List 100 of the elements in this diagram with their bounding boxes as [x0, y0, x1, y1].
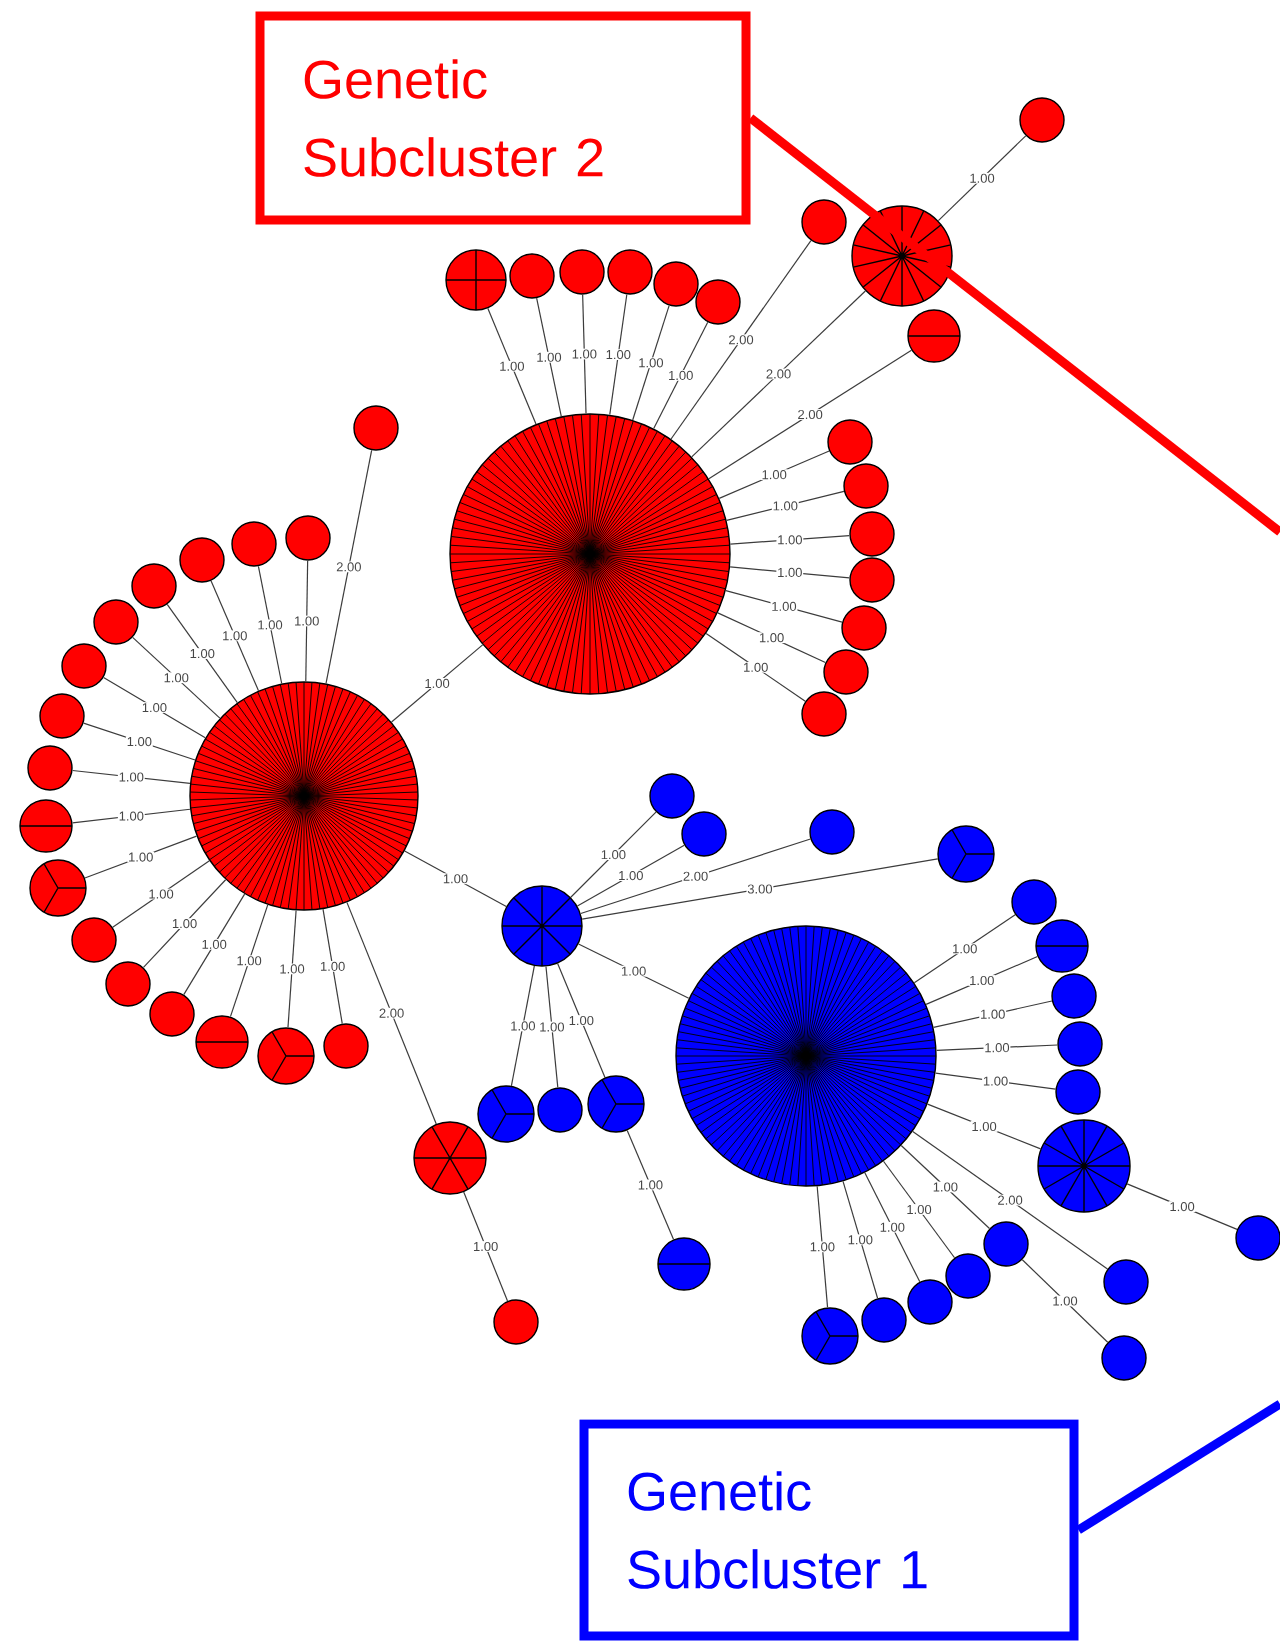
- pie-node: [105, 961, 151, 1007]
- pie-node: [93, 599, 139, 645]
- pie-node: [827, 419, 873, 465]
- pie-node: [849, 557, 895, 603]
- connector-line: [729, 566, 850, 579]
- pie-node: [801, 199, 847, 245]
- connector-line: [864, 1172, 921, 1283]
- leader-line: [747, 114, 1280, 536]
- pie-node: [801, 691, 847, 737]
- pie-node: [1011, 879, 1057, 925]
- connector-line: [882, 1160, 956, 1259]
- connector-line: [510, 965, 535, 1087]
- pie-node: [1055, 1069, 1101, 1115]
- connector-line: [653, 321, 709, 430]
- pie-node: [851, 205, 953, 307]
- connector-line: [580, 838, 811, 915]
- pie-node: [449, 413, 731, 695]
- connector-line: [925, 955, 1039, 1005]
- pie-node: [257, 1027, 315, 1085]
- connector-line: [71, 808, 191, 824]
- connector-line: [576, 844, 685, 907]
- connector-line: [84, 835, 198, 879]
- connector-line: [536, 297, 562, 417]
- callout-box: Genetic Subcluster 2: [255, 11, 751, 225]
- pie-node: [653, 261, 699, 307]
- connector-line: [937, 135, 1027, 222]
- connector-line: [257, 565, 283, 685]
- connector-line: [926, 1103, 1042, 1150]
- connector-line: [609, 293, 628, 416]
- pie-node: [681, 811, 727, 857]
- pie-node: [849, 511, 895, 557]
- pie-node: [195, 1015, 249, 1069]
- connector-line: [71, 769, 191, 785]
- connector-line: [717, 612, 826, 664]
- pie-node: [983, 1221, 1029, 1267]
- pie-node: [841, 605, 887, 651]
- connector-line: [557, 963, 606, 1079]
- pie-node: [189, 681, 419, 911]
- pie-node: [537, 1087, 583, 1133]
- pie-node: [231, 521, 277, 567]
- pie-node: [1051, 973, 1097, 1019]
- connector-line: [581, 858, 939, 920]
- pie-node: [1019, 97, 1065, 143]
- pie-node: [1101, 1335, 1147, 1381]
- connector-line: [632, 305, 670, 421]
- pie-node: [131, 563, 177, 609]
- connector-line: [570, 811, 657, 898]
- pie-node: [61, 643, 107, 689]
- pie-node: [823, 649, 869, 695]
- pie-node: [29, 859, 87, 917]
- pie-node: [413, 1121, 487, 1195]
- pie-node: [323, 1023, 369, 1069]
- leader-line: [1076, 1400, 1280, 1534]
- connector-line: [346, 901, 437, 1125]
- pie-node: [285, 515, 331, 561]
- connector-line: [932, 1000, 1053, 1029]
- connector-line: [718, 450, 830, 499]
- connector-line: [132, 636, 221, 719]
- connector-line: [691, 290, 866, 458]
- callout-box: Genetic Subcluster 1: [579, 1419, 1079, 1641]
- pie-node: [809, 809, 855, 855]
- pie-node: [607, 249, 653, 295]
- pie-node: [695, 279, 741, 325]
- connector-line: [487, 307, 537, 425]
- connector-line: [729, 535, 850, 545]
- connector-line: [912, 1130, 1109, 1270]
- pie-node: [559, 249, 605, 295]
- connector-line: [842, 1180, 879, 1299]
- connector-line: [816, 1185, 829, 1308]
- connector-line: [913, 914, 1016, 984]
- pie-node: [445, 249, 507, 311]
- pie-node: [937, 825, 995, 883]
- pie-node: [1235, 1215, 1280, 1261]
- pie-node: [1037, 1119, 1131, 1213]
- connector-line: [726, 490, 845, 521]
- connector-line: [705, 632, 806, 702]
- connector-line: [1126, 1183, 1238, 1230]
- pie-node: [493, 1299, 539, 1345]
- pie-node: [1035, 919, 1089, 973]
- pie-node: [1057, 1021, 1103, 1067]
- connector-line: [708, 349, 913, 480]
- connector-line: [166, 603, 238, 704]
- connector-line: [582, 294, 587, 414]
- connector-line: [404, 850, 507, 908]
- pie-node: [501, 885, 583, 967]
- connector-line: [142, 879, 227, 969]
- connector-line: [287, 909, 297, 1028]
- connector-line: [305, 560, 309, 682]
- connector-line: [229, 904, 269, 1018]
- pie-node: [71, 917, 117, 963]
- pie-node: [843, 463, 889, 509]
- pie-node: [39, 693, 85, 739]
- connector-line: [102, 676, 206, 739]
- pie-node: [353, 405, 399, 451]
- pie-node: [587, 1075, 645, 1133]
- pie-node: [801, 1307, 859, 1365]
- pie-node: [1103, 1259, 1149, 1305]
- connector-line: [210, 580, 260, 692]
- pie-node: [477, 1085, 535, 1143]
- connector-line: [1021, 1259, 1109, 1343]
